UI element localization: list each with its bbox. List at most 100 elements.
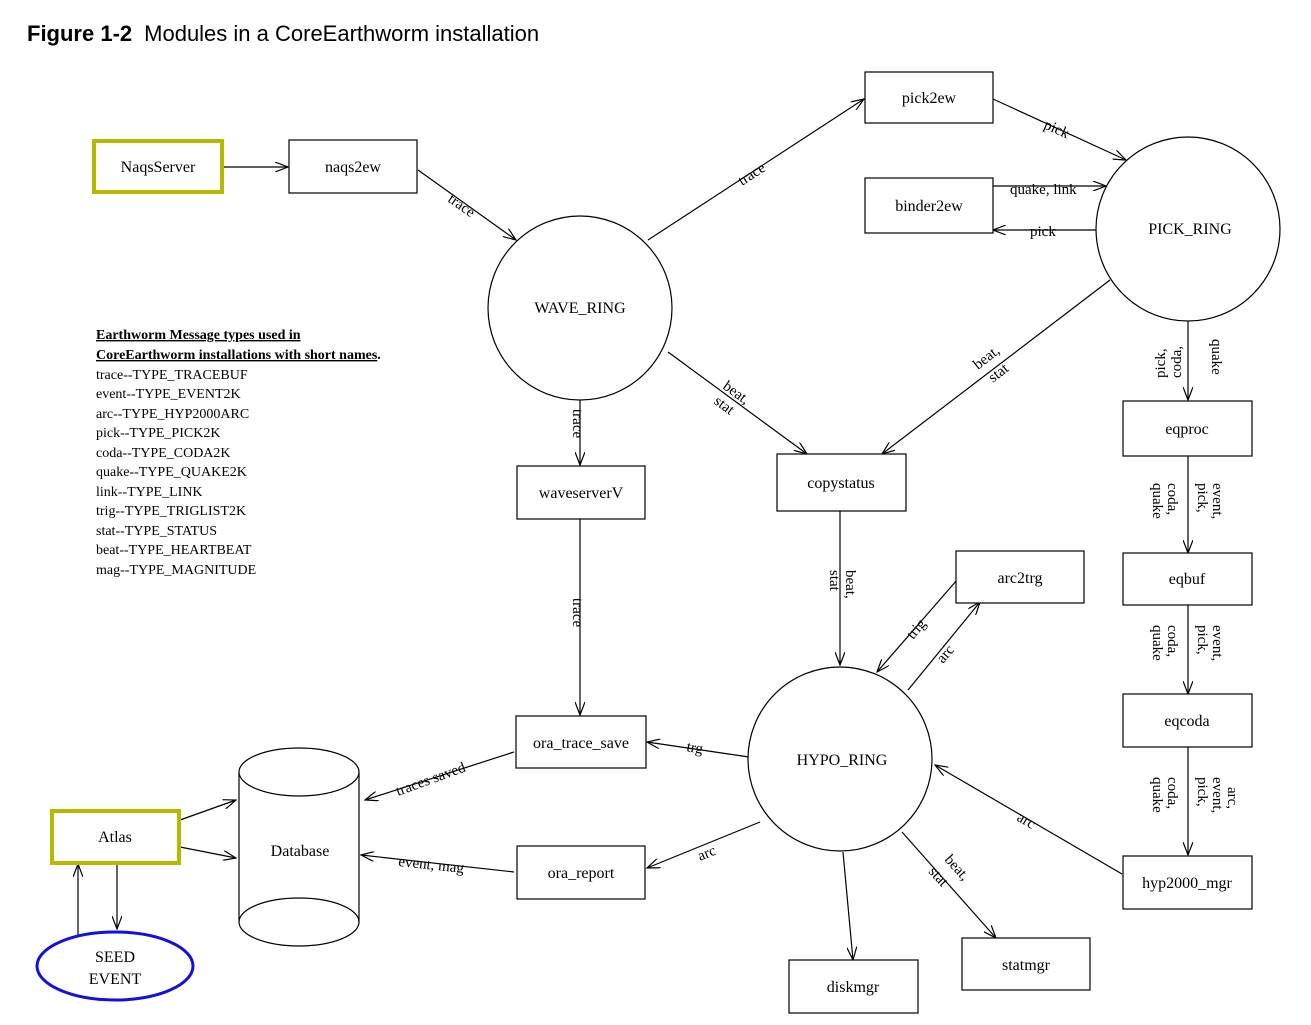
legend-item: beat--TYPE_HEARTBEAT bbox=[96, 543, 252, 558]
edge-hypo-orareport bbox=[647, 821, 761, 868]
legend-item: coda--TYPE_CODA2K bbox=[96, 446, 231, 461]
seed-event-label-2: EVENT bbox=[89, 971, 142, 988]
legend-item: event--TYPE_EVENT2K bbox=[96, 387, 241, 402]
edges bbox=[78, 99, 1188, 960]
hypo-ring-circle bbox=[747, 666, 933, 852]
edge-hypo-statmgr bbox=[901, 831, 996, 938]
edge-pickring-copystatus bbox=[882, 279, 1111, 454]
figure-number: Figure 1-2 bbox=[27, 21, 132, 46]
edge-pick2ew-pickring bbox=[992, 98, 1126, 160]
waveserverv-box[interactable] bbox=[516, 465, 646, 520]
legend-item: link--TYPE_LINK bbox=[96, 485, 203, 500]
edge-hyp-hypo bbox=[935, 765, 1123, 875]
label-eqbuf-eqcoda-3: coda, bbox=[1164, 625, 1180, 657]
seed-event-label-1: SEED bbox=[95, 949, 135, 966]
diskmgr-box[interactable] bbox=[788, 959, 919, 1014]
legend-item: pick--TYPE_PICK2K bbox=[96, 426, 220, 441]
edge-oratrace-db bbox=[365, 751, 515, 800]
eqcoda-box[interactable] bbox=[1122, 693, 1253, 748]
legend-item: trig--TYPE_TRIGLIST2K bbox=[96, 504, 246, 519]
legend-heading-2-wrap: CoreEarthworm installations with short n… bbox=[96, 348, 381, 363]
edge-arc2trg-hypo bbox=[877, 579, 958, 672]
eqbuf-label: eqbuf bbox=[1169, 571, 1206, 588]
hyp2000-mgr-box[interactable] bbox=[1122, 855, 1253, 910]
eqproc-label: eqproc bbox=[1165, 421, 1209, 438]
naqsserver-label: NaqsServer bbox=[121, 159, 196, 176]
legend-item: stat--TYPE_STATUS bbox=[96, 524, 217, 539]
label-eqbuf-eqcoda-1: event, bbox=[1209, 625, 1225, 661]
figure-caption: Modules in a CoreEarthworm installation bbox=[144, 21, 539, 46]
label-pick-eqproc-2: coda, bbox=[1169, 346, 1185, 378]
edge-atlas-db-2 bbox=[179, 846, 236, 858]
label-eqbuf-eqcoda-2: pick, bbox=[1194, 625, 1210, 655]
legend-item: arc--TYPE_HYP2000ARC bbox=[96, 407, 249, 422]
legend-heading-1: Earthworm Message types used in bbox=[96, 328, 301, 343]
ora-trace-save-box[interactable] bbox=[515, 715, 647, 769]
label-orareport-db: event, mag bbox=[398, 854, 466, 877]
database-label: Database bbox=[271, 843, 330, 860]
label-eqbuf-eqcoda-4: quake bbox=[1149, 625, 1165, 661]
wave-ring-label: WAVE_RING bbox=[534, 300, 626, 317]
ora-report-label: ora_report bbox=[548, 865, 615, 882]
naqs2ew-box[interactable] bbox=[288, 139, 418, 194]
label-pick-eqproc-3: quake bbox=[1208, 339, 1224, 375]
edge-wave-copystatus bbox=[667, 351, 807, 454]
label-copy-hypo-2: stat bbox=[826, 570, 842, 592]
naqsserver-box[interactable] bbox=[92, 139, 224, 194]
database-bottom-rim bbox=[238, 897, 360, 923]
eqbuf-box[interactable] bbox=[1122, 552, 1253, 606]
pick2ew-label: pick2ew bbox=[902, 90, 957, 107]
label-hypo-oratrace: trg bbox=[685, 739, 704, 758]
label-naqs2ew-wave: trace bbox=[445, 191, 478, 221]
copystatus-box[interactable] bbox=[776, 453, 907, 512]
edge-naqs2ew-wave bbox=[417, 169, 516, 240]
pick-ring-circle bbox=[1095, 136, 1281, 322]
database-top bbox=[238, 747, 360, 797]
label-pick-to-binder: pick bbox=[1030, 224, 1056, 240]
edge-hypo-diskmgr bbox=[842, 851, 853, 960]
pick2ew-box[interactable] bbox=[864, 71, 994, 124]
label-hypo-orareport: arc bbox=[696, 843, 719, 865]
label-binder-to-pick: quake, link bbox=[1010, 182, 1077, 198]
legend-heading-2: CoreEarthworm installations with short n… bbox=[96, 348, 378, 363]
label-arc2trg-trig: trig bbox=[904, 616, 930, 643]
arc2trg-box[interactable] bbox=[955, 550, 1085, 604]
binder2ew-box[interactable] bbox=[864, 177, 994, 234]
eqcoda-label: eqcoda bbox=[1164, 713, 1209, 730]
hypo-ring-label: HYPO_RING bbox=[797, 752, 888, 769]
database-cylinder[interactable] bbox=[238, 747, 360, 947]
label-copy-hypo-1: beat, bbox=[842, 570, 858, 599]
legend-item: quake--TYPE_QUAKE2K bbox=[96, 465, 247, 480]
arc2trg-label: arc2trg bbox=[997, 570, 1042, 587]
label-eqproc-eqbuf-3: coda, bbox=[1164, 483, 1180, 515]
edge-atlas-db-1 bbox=[179, 800, 236, 821]
diskmgr-label: diskmgr bbox=[827, 979, 880, 996]
copystatus-label: copystatus bbox=[807, 475, 875, 492]
atlas-box[interactable] bbox=[50, 809, 181, 865]
wave-ring-circle bbox=[487, 215, 673, 401]
statmgr-label: statmgr bbox=[1002, 957, 1051, 974]
legend-heading-period: . bbox=[377, 348, 381, 363]
label-eqcoda-hyp-2: event, bbox=[1209, 777, 1225, 813]
pick-ring-label: PICK_RING bbox=[1148, 221, 1232, 238]
label-eqproc-eqbuf-2: pick, bbox=[1194, 483, 1210, 513]
label-hypo-arc2trg: arc bbox=[934, 642, 958, 667]
label-eqproc-eqbuf-4: quake bbox=[1149, 483, 1165, 519]
label-eqcoda-hyp-1: arc, bbox=[1224, 787, 1240, 809]
edge-wave-pick2ew bbox=[647, 99, 864, 241]
label-eqcoda-hyp-3: pick, bbox=[1194, 777, 1210, 807]
legend-item: mag--TYPE_MAGNITUDE bbox=[96, 563, 256, 578]
seed-event-ellipse[interactable] bbox=[35, 930, 195, 1002]
legend-item: trace--TYPE_TRACEBUF bbox=[96, 368, 248, 383]
eqproc-box[interactable] bbox=[1122, 400, 1253, 457]
label-eqproc-eqbuf-1: event, bbox=[1209, 483, 1225, 519]
naqs2ew-label: naqs2ew bbox=[325, 159, 381, 176]
statmgr-box[interactable] bbox=[961, 937, 1091, 991]
waveserverv-label: waveserverV bbox=[539, 485, 624, 502]
label-eqcoda-hyp-4: coda, bbox=[1164, 777, 1180, 809]
label-waveserver-ora: trace bbox=[569, 598, 585, 627]
label-eqcoda-hyp-5: quake bbox=[1149, 777, 1165, 813]
edge-hypo-arc2trg bbox=[907, 602, 980, 691]
ora-report-box[interactable] bbox=[516, 845, 646, 900]
